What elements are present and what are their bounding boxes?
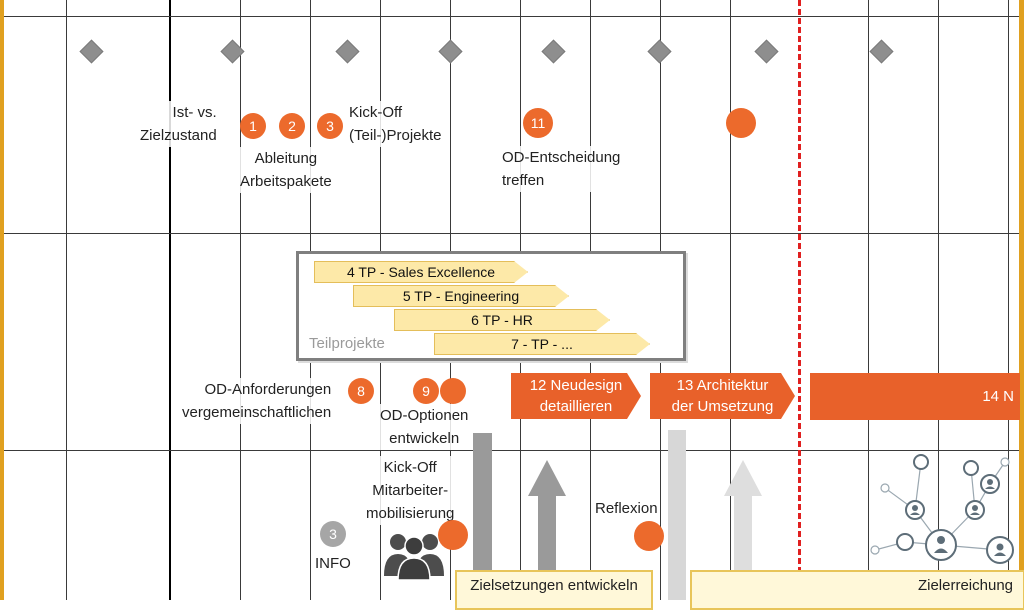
up-arrow-icon xyxy=(528,460,566,600)
grid-line xyxy=(1008,0,1009,600)
phase-14-band: 14 N xyxy=(810,373,1020,420)
milestone-od-optionen: OD-Optionen entwickeln xyxy=(380,404,469,450)
tp-chevron-hr: 6 TP - HR xyxy=(394,309,610,331)
grid-line xyxy=(868,0,869,600)
diamond-marker xyxy=(438,39,463,64)
tp-chevron-other: 7 - TP - ... xyxy=(434,333,650,355)
today-line xyxy=(798,0,801,600)
diamond-marker xyxy=(79,39,104,64)
marker-9: 9 xyxy=(413,378,439,404)
marker-2: 2 xyxy=(279,113,305,139)
up-arrow-light-icon xyxy=(724,460,762,600)
marker-3: 3 xyxy=(317,113,343,139)
label-info: INFO xyxy=(315,552,351,575)
marker-kickoff-mitarbeiter xyxy=(438,520,468,550)
marker-11: 11 xyxy=(523,108,553,138)
diamond-marker xyxy=(647,39,672,64)
grid-line xyxy=(730,0,731,600)
marker-unlabeled xyxy=(726,108,756,138)
milestone-kickoff-tp: Kick-Off (Teil-)Projekte xyxy=(349,101,442,147)
diamond-marker xyxy=(754,39,779,64)
milestone-od-entscheidung: OD-Entscheidung treffen xyxy=(502,146,621,192)
milestone-reflexion: Reflexion xyxy=(595,497,658,520)
phase-12-arrow: 12 Neudesign detaillieren xyxy=(511,373,641,419)
milestone-ableitung: Ableitung Arbeitspakete xyxy=(240,147,332,193)
diamond-marker xyxy=(869,39,894,64)
phase-12-label: 12 Neudesign detaillieren xyxy=(529,377,623,415)
tp-chevron-sales: 4 TP - Sales Excellence xyxy=(314,261,528,283)
frame-right xyxy=(1019,0,1024,600)
marker-unlabeled xyxy=(440,378,466,404)
grid-line xyxy=(66,0,67,600)
grid-line xyxy=(938,0,939,600)
marker-8: 8 xyxy=(348,378,374,404)
grid-line-start xyxy=(169,0,171,600)
marker-info-3: 3 xyxy=(320,521,346,547)
marker-reflexion xyxy=(634,521,664,551)
milestone-od-anforderungen: OD-Anforderungen vergemeinschaftlichen xyxy=(182,378,332,424)
phase-13-label: 13 Architektur der Umsetzung xyxy=(671,377,774,415)
diamond-marker xyxy=(335,39,360,64)
network-icon xyxy=(870,454,1014,564)
teilprojekte-title: Teilprojekte xyxy=(309,335,385,352)
box-zielerreichung: Zielerreichung xyxy=(690,570,1024,610)
grid-line xyxy=(240,0,241,600)
tp-chevron-engineering: 5 TP - Engineering xyxy=(353,285,569,307)
milestone-kickoff-mitarbeiter: Kick-Off Mitarbeiter- mobilisierung xyxy=(366,456,455,525)
people-group-icon xyxy=(384,534,444,580)
box-zielsetzungen: Zielsetzungen entwickeln xyxy=(455,570,653,610)
diamond-marker xyxy=(541,39,566,64)
phase-13-arrow: 13 Architektur der Umsetzung xyxy=(650,373,795,419)
milestone-ist-soll: Ist- vs. Zielzustand xyxy=(140,101,217,147)
marker-1: 1 xyxy=(240,113,266,139)
row-line xyxy=(4,450,1019,451)
frame-left xyxy=(0,0,4,600)
grey-bar xyxy=(473,433,492,600)
light-grey-bar xyxy=(668,430,686,600)
row-line xyxy=(4,16,1019,17)
row-line xyxy=(4,233,1019,234)
